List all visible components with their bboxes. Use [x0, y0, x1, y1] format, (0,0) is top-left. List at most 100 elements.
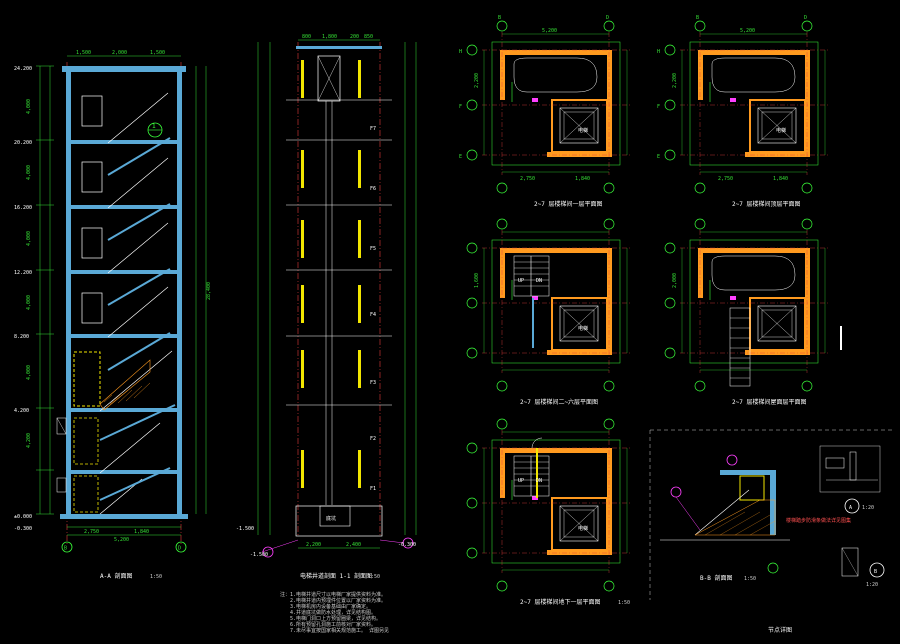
elev-top-dim-2: 1,800: [322, 34, 337, 40]
section-total-width: 5,200: [114, 537, 129, 543]
plan-axis-v-5: F: [657, 104, 660, 110]
plan-axis-v-2: F: [459, 104, 462, 110]
elevator-shaft-elevation: [257, 39, 417, 558]
section-ground-elev: -0.300: [14, 526, 32, 532]
plan-4: [664, 218, 842, 392]
section-elev-7: ±0.000: [14, 514, 32, 520]
section-elev-6: 4.200: [14, 408, 29, 414]
note-line-1: 注：1.电梯井道尺寸以电梯厂家提供资料为准。: [280, 591, 386, 598]
plan-axis-h-2: D: [606, 15, 609, 21]
section-floor-h-1: 4,000: [26, 99, 32, 114]
note-line-3: 3.电梯机房内设备基础由厂家确定。: [290, 603, 371, 610]
section-elev-2: 20.200: [14, 140, 32, 146]
plan-axis-h-3: B: [696, 15, 699, 21]
section-floor-h-2: 4,000: [26, 165, 32, 180]
elev-floor-tag-5: F3: [370, 380, 376, 386]
plan-3: [466, 218, 631, 392]
elev-pit-label: 底坑: [326, 515, 336, 522]
plan-width-5: 2,750: [718, 176, 733, 182]
elev-bottom-dim-2: 2,400: [346, 542, 361, 548]
section-total-height: 28,400: [206, 282, 212, 300]
elev-title: 电梯井道剖面 1-1 剖面图: [300, 572, 372, 580]
plan-stair-up: UP: [518, 278, 524, 284]
section-top-dim-2: 2,000: [112, 50, 127, 56]
detail-section: [649, 429, 895, 600]
section-elev-3: 16.200: [14, 205, 32, 211]
section-floor-h-4: 4,000: [26, 295, 32, 310]
plan-width-2: 5,200: [740, 28, 755, 34]
elev-top-dim-4: 850: [364, 34, 373, 40]
plan-elevator-label-2: 电梯: [776, 127, 786, 134]
callout-a-scale: 1:20: [862, 505, 874, 511]
plan-stair-dn: DN: [536, 278, 542, 284]
elev-floor-tag-1: F7: [370, 126, 376, 132]
note-line-4: 4.井道底坑做防水处理，详见结构图。: [290, 609, 376, 616]
section-axis-left: B: [64, 546, 67, 552]
elev-floor-tag-7: F1: [370, 486, 376, 492]
elev-floor-tag-6: F2: [370, 436, 376, 442]
note-line-2: 2.电梯井道内预埋件位置以厂家资料为准。: [290, 597, 386, 604]
plan-depth-3: 1,600: [474, 273, 480, 288]
elev-top-dim-1: 800: [302, 34, 311, 40]
plan-elevator-label-1: 电梯: [578, 127, 588, 134]
plan-stair-up-2: UP: [518, 478, 524, 484]
section-elev-5: 8.200: [14, 334, 29, 340]
elev-bottom-dim-1: 2,200: [306, 542, 321, 548]
plan-axis-v-6: E: [657, 154, 660, 160]
section-title: A-A 剖面图: [100, 572, 132, 580]
detail-title: B-B 剖面图: [700, 574, 732, 582]
section-floor-h-3: 4,000: [26, 231, 32, 246]
plan-axis-h-4: D: [804, 15, 807, 21]
plan-title-4: 2~7 层楼梯间屋面层平面图: [732, 398, 806, 406]
callout-b-scale: 1:20: [866, 582, 878, 588]
plan-depth-4: 2,000: [672, 273, 678, 288]
plan-width-6: 1,840: [773, 176, 788, 182]
section-scale: 1:50: [150, 574, 162, 580]
section-elev-1: 24.200: [14, 66, 32, 72]
callout-b-letter: B: [874, 569, 877, 575]
plan-elevator-label-3: 电梯: [578, 325, 588, 332]
elev-floor-tag-4: F4: [370, 312, 376, 318]
plan-title-3: 2~7 层楼梯间二~六层平面图: [520, 398, 598, 406]
plan-axis-v-3: E: [459, 154, 462, 160]
plan-title-2: 2~7 层楼梯间顶层平面图: [732, 200, 800, 208]
detail-main-title: 节点详图: [768, 626, 792, 634]
plan-title-1: 2~7 层楼梯间一层平面图: [534, 200, 602, 208]
plan-axis-h-1: B: [498, 15, 501, 21]
section-bottom-dim-1: 2,750: [84, 529, 99, 535]
plan-stair-dn-2: DN: [536, 478, 542, 484]
elev-floor-tag-3: F5: [370, 246, 376, 252]
section-top-dim-1: 1,500: [76, 50, 91, 56]
detail-scale: 1:50: [744, 576, 756, 582]
plan-width-4: 1,840: [575, 176, 590, 182]
section-bottom-dim-2: 1,840: [134, 529, 149, 535]
stair-section-view: 1: [36, 55, 207, 553]
section-floor-h-6: 4,200: [26, 433, 32, 448]
elev-pit-elev: -1.500: [236, 526, 254, 532]
elev-bottom-annot-2: -0.300: [398, 542, 416, 548]
note-line-6: 6.所有预留孔洞施工前核对厂家资料。: [290, 621, 376, 628]
section-axis-right: D: [178, 546, 181, 552]
note-line-7: 7.未尽事宜按国家相关规范施工。 详图另见: [290, 627, 389, 634]
plan-scale-5: 1:50: [618, 600, 630, 606]
elev-top-dim-3: 200: [350, 34, 359, 40]
plan-elevator-label-4: 电梯: [578, 525, 588, 532]
elev-scale: 1:50: [368, 574, 380, 580]
plan-depth-1: 2,200: [474, 73, 480, 88]
plan-5: [466, 418, 631, 592]
plan-axis-v-1: H: [459, 49, 462, 55]
section-floor-h-5: 4,000: [26, 365, 32, 380]
callout-a-letter: A: [849, 505, 852, 511]
note-line-5: 5.电梯门洞口上方预留圈梁，详见结构。: [290, 615, 381, 622]
section-top-dim-3: 1,500: [150, 50, 165, 56]
plan-depth-2: 2,200: [672, 73, 678, 88]
detail-note: 楼梯踏步防滑条做法详见图集: [786, 517, 851, 524]
elev-floor-tag-2: F6: [370, 186, 376, 192]
svg-text:1: 1: [152, 123, 156, 130]
plan-axis-v-4: H: [657, 49, 660, 55]
elev-notes: 注：1.电梯井道尺寸以电梯厂家提供资料为准。 2.电梯井道内预埋件位置以厂家资料…: [280, 591, 389, 634]
plan-width-3: 2,750: [520, 176, 535, 182]
plan-width-1: 5,200: [542, 28, 557, 34]
elev-bottom-annot-1: -1.500: [250, 552, 268, 558]
section-elev-4: 12.200: [14, 270, 32, 276]
